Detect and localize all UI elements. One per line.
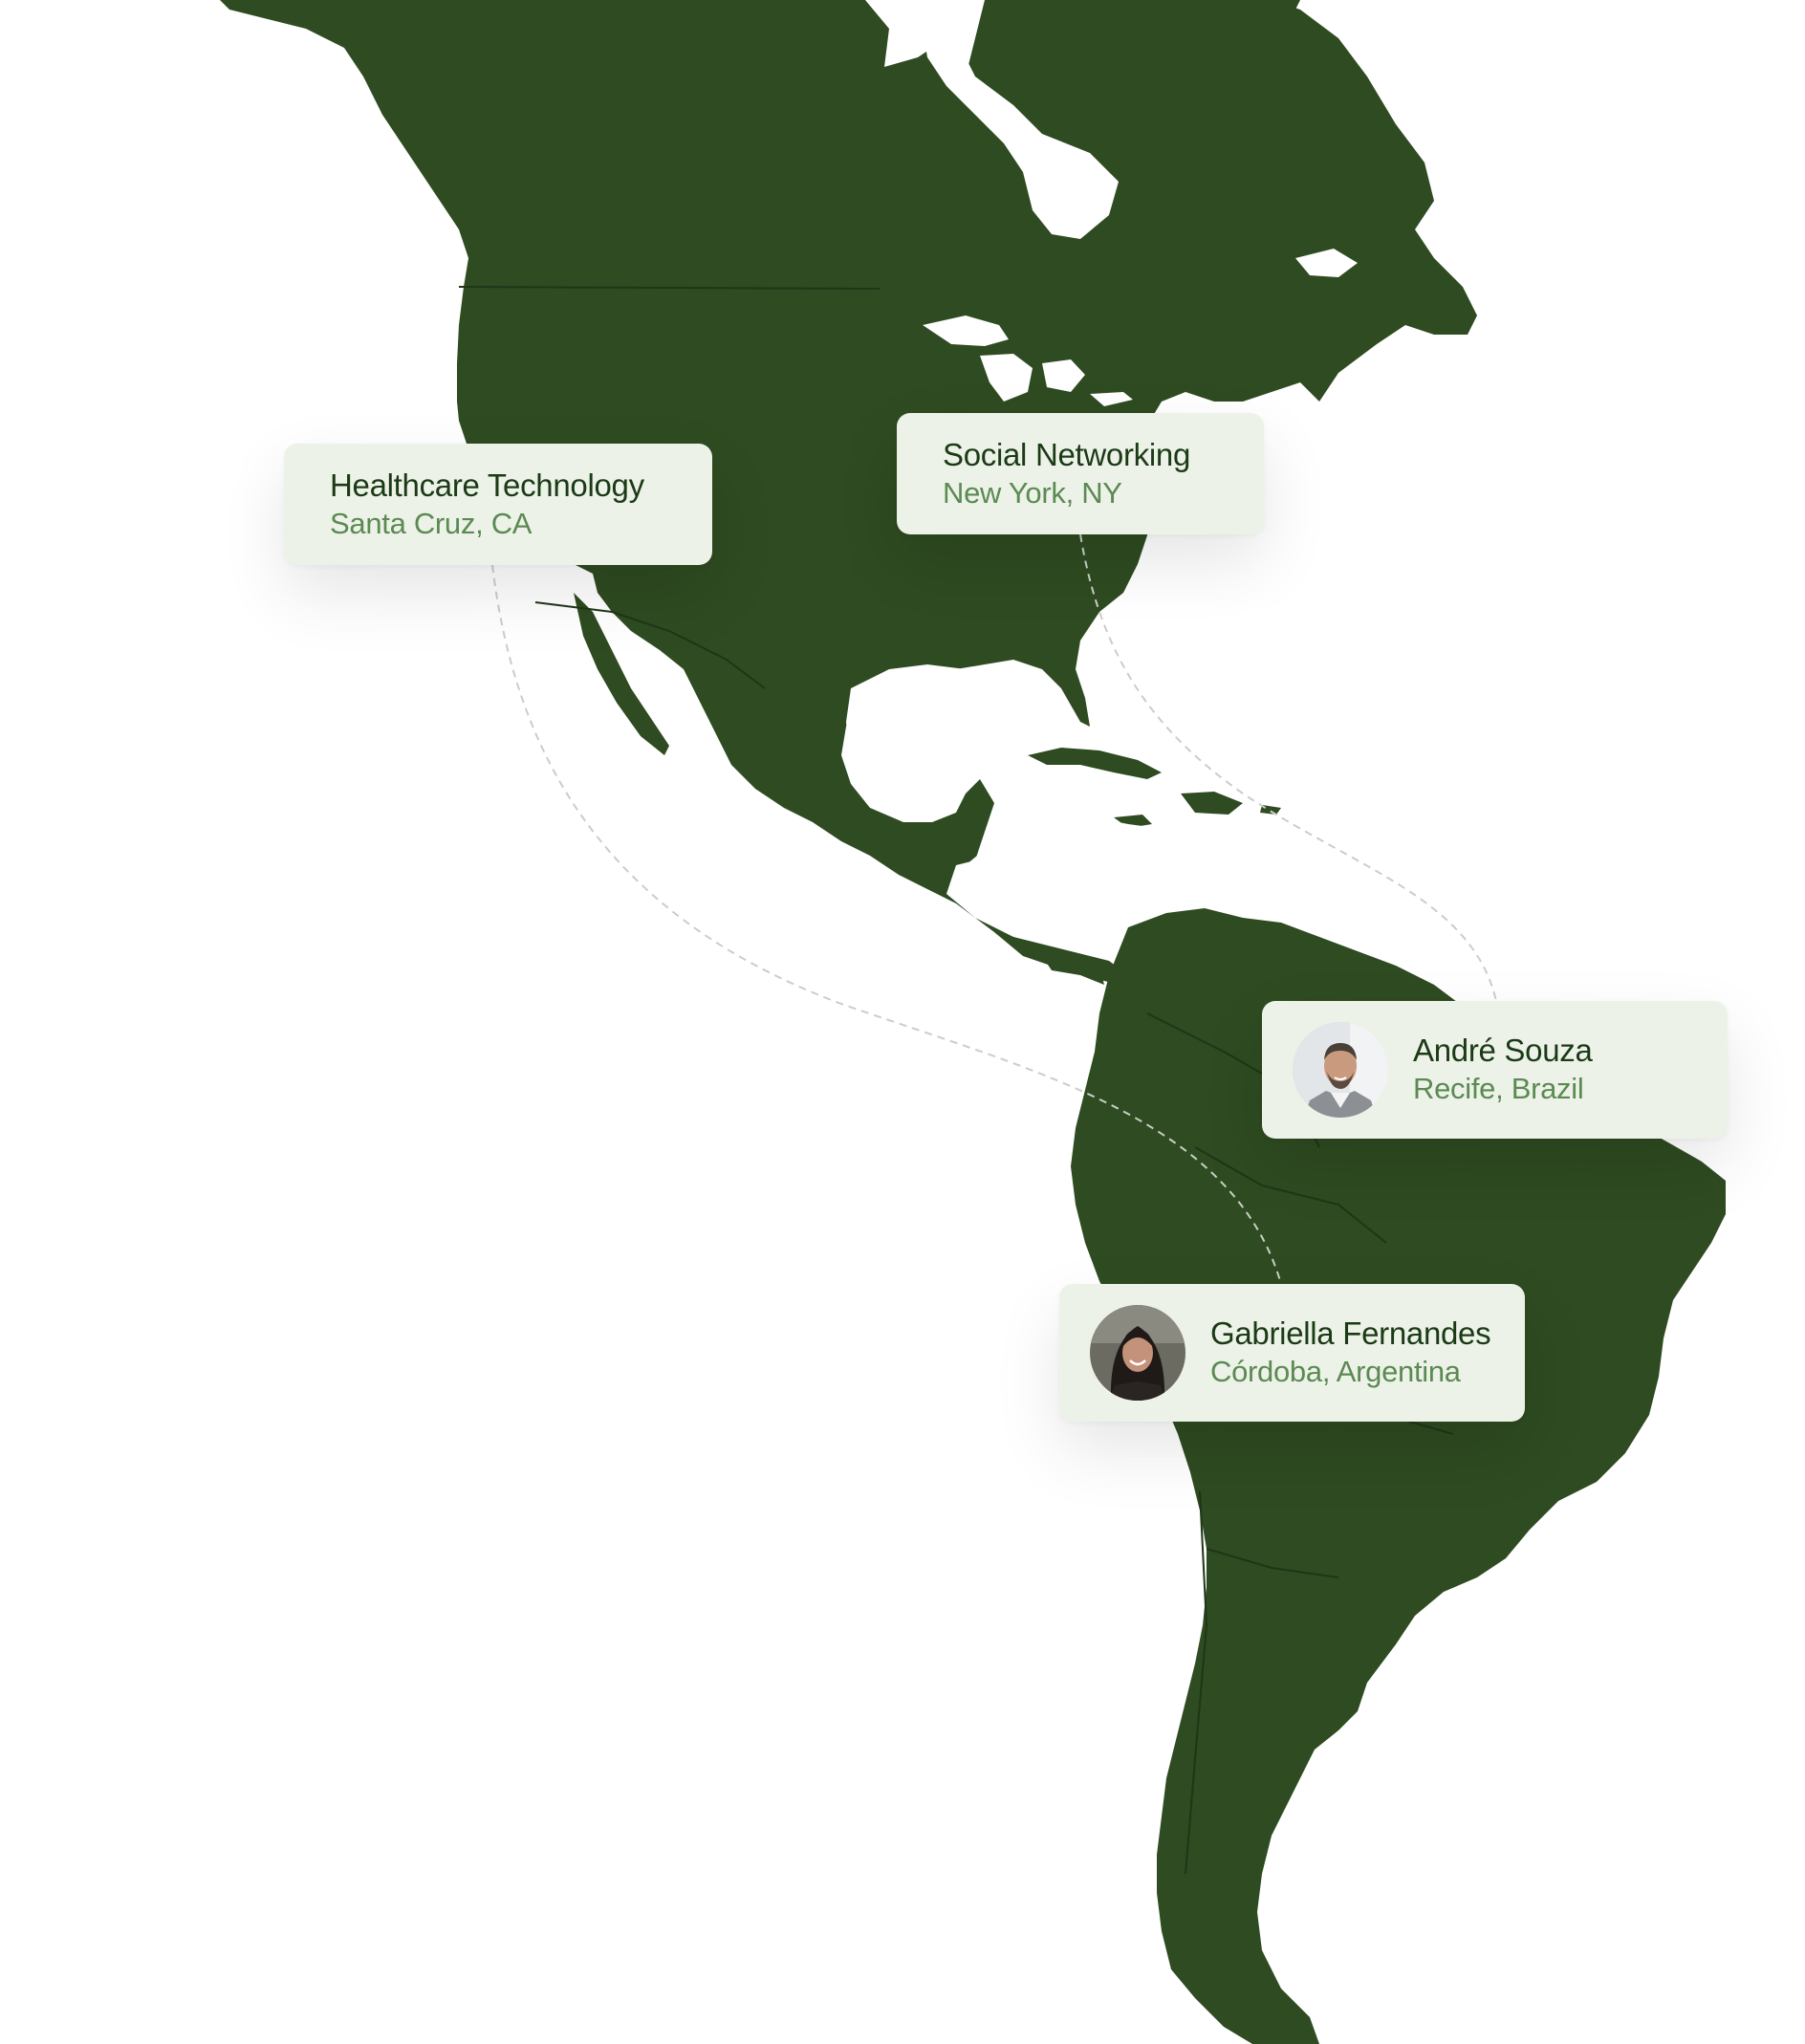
north-america-landmass [220,0,1477,985]
card-subtitle: New York, NY [943,475,1122,510]
card-title: Gabriella Fernandes [1210,1316,1491,1351]
arctic-islands [1243,0,1300,29]
south-america-landmass [1071,908,1726,2044]
card-gabriella-fernandes[interactable]: Gabriella Fernandes Córdoba, Argentina [1059,1284,1525,1422]
card-healthcare-technology[interactable]: Healthcare Technology Santa Cruz, CA [284,444,712,565]
card-text: Gabriella Fernandes Córdoba, Argentina [1210,1315,1491,1391]
card-title: André Souza [1413,1033,1593,1068]
card-title: Healthcare Technology [330,467,644,503]
baja-peninsula [574,593,669,755]
card-subtitle: Córdoba, Argentina [1210,1355,1461,1388]
card-andre-souza[interactable]: André Souza Recife, Brazil [1262,1001,1728,1139]
card-subtitle: Santa Cruz, CA [330,506,533,540]
caribbean-islands [1028,748,1281,828]
card-text: André Souza Recife, Brazil [1413,1032,1593,1108]
route-healthcare-to-gabriella [491,564,1282,1285]
card-title: Social Networking [943,436,1191,472]
card-social-networking[interactable]: Social Networking New York, NY [897,413,1264,534]
central-america-isthmus [994,932,1128,985]
woman-portrait-avatar [1090,1305,1185,1401]
water-bodies [846,0,1358,946]
route-lines [491,533,1497,1285]
card-text: Healthcare Technology Santa Cruz, CA [330,467,644,543]
card-subtitle: Recife, Brazil [1413,1072,1584,1105]
card-text: Social Networking New York, NY [943,436,1190,512]
man-portrait-avatar [1293,1022,1388,1118]
